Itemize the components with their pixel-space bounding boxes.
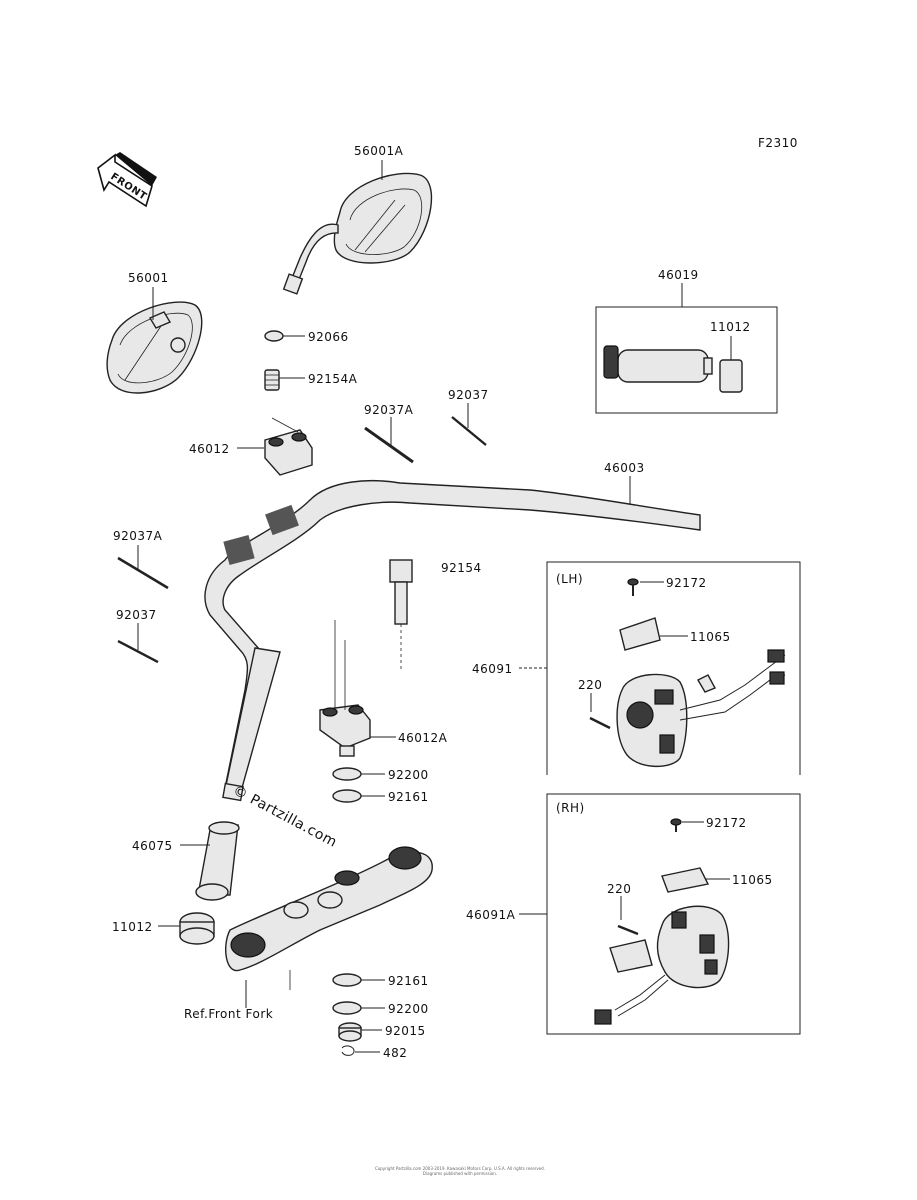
- screw-220-lh: [589, 716, 611, 730]
- label-92066: 92066: [308, 330, 349, 344]
- label-ref-front-fork: Ref.Front Fork: [184, 1007, 273, 1021]
- label-92161-upper: 92161: [388, 790, 429, 804]
- label-92154: 92154: [441, 561, 482, 575]
- tie-92037a-top: [364, 426, 414, 464]
- copyright-line-2: Diagrams published with permission.: [422, 1171, 498, 1176]
- label-92161-lower: 92161: [388, 974, 429, 988]
- box-46019: [595, 306, 778, 414]
- screw-92172-rh: [670, 818, 682, 832]
- label-92200-lower: 92200: [388, 1002, 429, 1016]
- bolt-92154a: [264, 369, 280, 391]
- copyright-notice: Copyright Partzilla.com 2003-2019. Kawas…: [330, 1166, 590, 1176]
- switch-housing-lh: [616, 649, 786, 768]
- label-46012a: 46012A: [398, 731, 448, 745]
- handlebar-46003: [204, 479, 701, 802]
- label-92172-rh: 92172: [706, 816, 747, 830]
- label-92037-top: 92037: [448, 388, 489, 402]
- label-46019: 46019: [658, 268, 699, 282]
- watermark: © Partzilla.com: [230, 782, 340, 850]
- cover-11065-rh: [661, 867, 710, 893]
- holder-46012: [264, 417, 313, 476]
- copyright-line-1: Copyright Partzilla.com 2003-2019. Kawas…: [375, 1166, 545, 1171]
- label-56001: 56001: [128, 271, 169, 285]
- bolt-92154: [389, 559, 413, 625]
- label-46091a: 46091A: [466, 908, 516, 922]
- screw-220-rh: [617, 924, 639, 936]
- fork-bracket: [224, 846, 433, 972]
- label-92200-upper: 92200: [388, 768, 429, 782]
- label-56001a: 56001A: [354, 144, 404, 158]
- grip-46019: [603, 345, 713, 383]
- label-92154a: 92154A: [308, 372, 358, 386]
- holder-46012a: [319, 704, 371, 757]
- label-92172-lh: 92172: [666, 576, 707, 590]
- label-46003: 46003: [604, 461, 645, 475]
- label-92015: 92015: [385, 1024, 426, 1038]
- mirror-56001: [106, 301, 203, 394]
- cover-11065-lh: [619, 617, 661, 651]
- label-92037-left: 92037: [116, 608, 157, 622]
- label-482: 482: [383, 1046, 407, 1060]
- label-92037a-left: 92037A: [113, 529, 163, 543]
- clip-482: [341, 1045, 355, 1056]
- washer-92161-lower: [332, 973, 362, 987]
- nut-92015: [338, 1022, 362, 1042]
- screw-92172-lh: [627, 578, 639, 596]
- ring-92066: [264, 330, 284, 342]
- grip-end-11012-box: [719, 359, 743, 393]
- mirror-56001a: [282, 172, 433, 295]
- label-220-lh: 220: [578, 678, 602, 692]
- label-11012-left: 11012: [112, 920, 153, 934]
- tie-92037-top: [451, 416, 487, 446]
- tie-92037-left: [117, 639, 159, 664]
- group-lh: (LH): [556, 572, 583, 586]
- grip-46075: [195, 821, 240, 901]
- grip-end-11012-left: [179, 912, 215, 945]
- washer-92161-upper: [332, 789, 362, 803]
- label-92037a-top: 92037A: [364, 403, 414, 417]
- label-220-rh: 220: [607, 882, 631, 896]
- washer-92200-upper: [332, 767, 362, 781]
- group-rh: (RH): [556, 801, 585, 815]
- front-arrow-icon: FRONT: [97, 152, 157, 208]
- tie-92037a-left: [117, 556, 169, 590]
- label-11012-box: 11012: [710, 320, 751, 334]
- label-46075: 46075: [132, 839, 173, 853]
- label-46012: 46012: [189, 442, 230, 456]
- label-11065-rh: 11065: [732, 873, 773, 887]
- label-11065-lh: 11065: [690, 630, 731, 644]
- washer-92200-lower: [332, 1001, 362, 1015]
- label-46091: 46091: [472, 662, 513, 676]
- figure-code: F2310: [758, 136, 798, 150]
- switch-housing-rh: [594, 905, 730, 1025]
